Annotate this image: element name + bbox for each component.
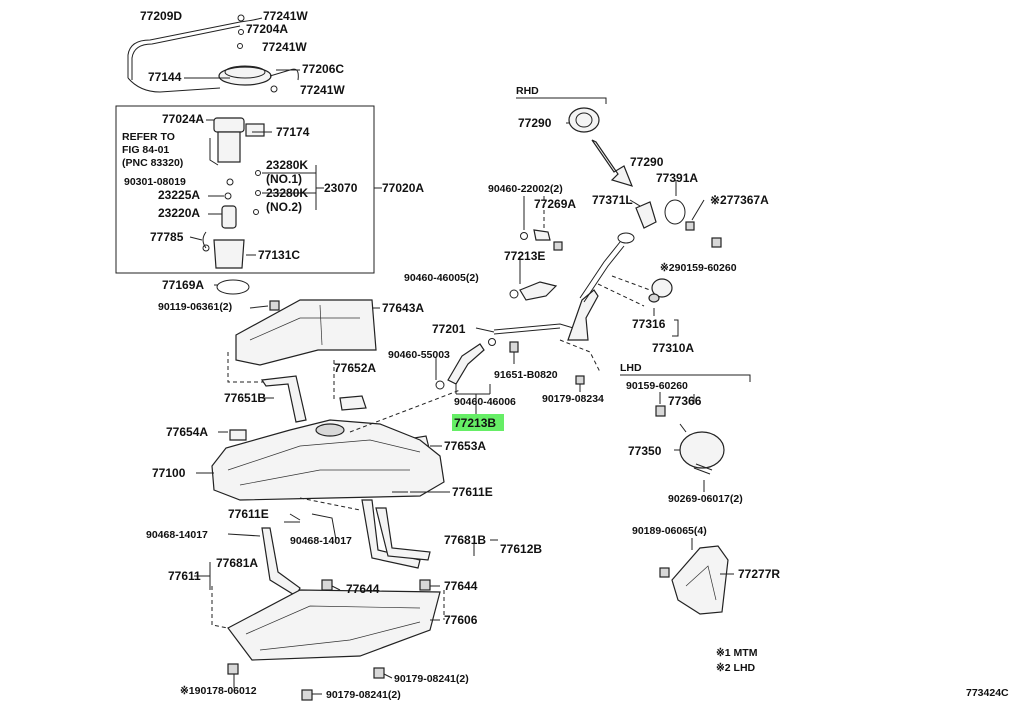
label-90179-08234[interactable]: 90179-08234: [542, 393, 604, 405]
label-77366[interactable]: 77366: [668, 394, 702, 408]
label-77350[interactable]: 77350: [628, 444, 662, 458]
label-77206C[interactable]: 77206C: [302, 62, 344, 76]
label-90460-46005[interactable]: 90460-46005(2): [404, 272, 479, 284]
label-23280K[interactable]: 23280K: [266, 158, 308, 172]
label-77277R[interactable]: 77277R: [738, 567, 780, 581]
label-77651B[interactable]: 77651B: [224, 391, 266, 405]
label-77100[interactable]: 77100: [152, 466, 186, 480]
label-77367A[interactable]: ※277367A: [710, 193, 769, 207]
label-90189-06065[interactable]: 90189-06065(4): [632, 525, 707, 537]
label-77204A[interactable]: 77204A: [246, 22, 288, 36]
label-90159-60260[interactable]: ※290159-60260: [660, 262, 737, 274]
label-no2: (NO.2): [266, 200, 302, 214]
label-77201[interactable]: 77201: [432, 322, 466, 336]
label-77606[interactable]: 77606: [444, 613, 478, 627]
label-90460-46006[interactable]: 90460-46006: [454, 396, 516, 408]
label-77213E[interactable]: 77213E: [504, 249, 545, 263]
label-90460-22002[interactable]: 90460-22002(2): [488, 183, 563, 195]
label-77611E[interactable]: 77611E: [452, 485, 493, 499]
label-90269-06017[interactable]: 90269-06017(2): [668, 493, 743, 505]
label-no1: (NO.1): [266, 172, 302, 186]
label-23225A[interactable]: 23225A: [158, 188, 200, 202]
label-77654A[interactable]: 77654A: [166, 425, 208, 439]
label-77644[interactable]: 77644: [444, 579, 478, 593]
label-90468-14017[interactable]: 90468-14017: [146, 529, 208, 541]
label-90179-08241[interactable]: 90179-08241(2): [394, 673, 469, 685]
refer-note-line2: FIG 84-01: [122, 144, 169, 156]
label-77653A[interactable]: 77653A: [444, 439, 486, 453]
diagram-code: 773424C: [966, 687, 1009, 699]
label-90468-14017[interactable]: 90468-14017: [290, 535, 352, 547]
label-77644[interactable]: 77644: [346, 582, 380, 596]
label-77241W[interactable]: 77241W: [263, 9, 308, 23]
label-77611[interactable]: 77611: [168, 569, 201, 583]
label-77290[interactable]: 77290: [630, 155, 664, 169]
label-77241W[interactable]: 77241W: [300, 83, 345, 97]
label-23070[interactable]: 23070: [324, 181, 358, 195]
footnote-1: ※1 MTM: [716, 647, 758, 659]
label-77213B[interactable]: 77213B: [454, 416, 496, 430]
label-77024A[interactable]: 77024A: [162, 112, 204, 126]
label-77310A[interactable]: 77310A: [652, 341, 694, 355]
label-77681B[interactable]: 77681B: [444, 533, 486, 547]
label-77169A[interactable]: 77169A: [162, 278, 204, 292]
label-77785[interactable]: 77785: [150, 230, 184, 244]
label-90301-08019[interactable]: 90301-08019: [124, 176, 186, 188]
label-77611E[interactable]: 77611E: [228, 507, 269, 521]
label-90178-06012[interactable]: ※190178-06012: [180, 685, 257, 697]
label-77241W[interactable]: 77241W: [262, 40, 307, 54]
label-77144[interactable]: 77144: [148, 70, 182, 84]
label-90159-60260[interactable]: 90159-60260: [626, 380, 688, 392]
label-77269A[interactable]: 77269A: [534, 197, 576, 211]
label-91651-B0820[interactable]: 91651-B0820: [494, 369, 558, 381]
label-90179-08241[interactable]: 90179-08241(2): [326, 689, 401, 701]
label-77643A[interactable]: 77643A: [382, 301, 424, 315]
label-77652A[interactable]: 77652A: [334, 361, 376, 375]
diagram-artwork: [115, 14, 751, 701]
part-labels: 77209D 77241W 77204A 77241W 77144 77206C…: [122, 9, 1009, 701]
label-23220A[interactable]: 23220A: [158, 206, 200, 220]
label-23280K[interactable]: 23280K: [266, 186, 308, 200]
lhd-label: LHD: [620, 362, 642, 374]
label-90119-06361[interactable]: 90119-06361(2): [158, 301, 232, 313]
label-77209D[interactable]: 77209D: [140, 9, 182, 23]
label-77391A[interactable]: 77391A: [656, 171, 698, 185]
leader-lines: [184, 69, 734, 695]
label-77131C[interactable]: 77131C: [258, 248, 300, 262]
label-77020A[interactable]: 77020A: [382, 181, 424, 195]
refer-note-line1: REFER TO: [122, 131, 175, 143]
label-77174[interactable]: 77174: [276, 125, 310, 139]
rhd-label: RHD: [516, 85, 539, 97]
footnote-2: ※2 LHD: [716, 662, 756, 674]
label-77371L[interactable]: 77371L: [592, 193, 633, 207]
highlight-77213B: [452, 414, 504, 431]
refer-note-line3: (PNC 83320): [122, 157, 183, 169]
label-77681A[interactable]: 77681A: [216, 556, 258, 570]
label-77612B[interactable]: 77612B: [500, 542, 542, 556]
label-77290[interactable]: 77290: [518, 116, 552, 130]
label-77316[interactable]: 77316: [632, 317, 666, 331]
label-90460-55003[interactable]: 90460-55003: [388, 349, 450, 361]
